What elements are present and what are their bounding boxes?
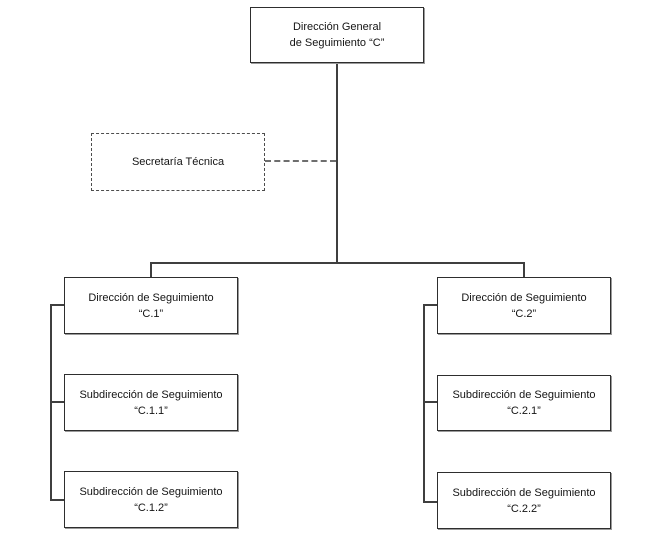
connector-stub-c22 [423,501,437,503]
connector-stub-c21 [423,401,437,403]
org-node-subdireccion-c12: Subdirección de Seguimiento “C.1.2” [64,471,238,528]
org-node-label: Subdirección de Seguimiento [79,388,223,401]
org-node-label: “C.1.2” [134,501,168,514]
org-node-label: Dirección de Seguimiento [88,291,214,304]
org-node-subdireccion-c22: Subdirección de Seguimiento “C.2.2” [437,472,611,529]
connector-distribution-line [150,262,525,264]
org-node-direccion-general: Dirección General de Seguimiento “C” [250,7,424,63]
connector-stub-c12 [50,499,64,501]
connector-drop-c1 [150,262,152,277]
connector-drop-c2 [523,262,525,277]
org-node-label: de Seguimiento “C” [289,37,385,49]
connector-rail-right [423,304,425,503]
org-node-label: “C.1” [138,307,164,320]
org-node-label: Subdirección de Seguimiento [452,486,596,499]
org-node-direccion-c2: Dirección de Seguimiento “C.2” [437,277,611,334]
connector-root-vertical [336,63,338,263]
org-node-subdireccion-c21: Subdirección de Seguimiento “C.2.1” [437,375,611,431]
org-node-label: “C.1.1” [134,404,168,417]
org-node-secretaria-tecnica: Secretaría Técnica [91,133,265,191]
org-node-subdireccion-c11: Subdirección de Seguimiento “C.1.1” [64,374,238,431]
org-node-label: “C.2.1” [507,405,541,417]
org-node-label: “C.2” [511,307,537,320]
org-node-label: Dirección de Seguimiento [461,291,587,304]
org-node-label: Dirección General [292,21,382,33]
connector-stub-c2 [423,304,437,306]
org-node-label: “C.2.2” [507,502,541,515]
org-node-label: Subdirección de Seguimiento [452,389,596,401]
org-node-label: Subdirección de Seguimiento [79,485,223,498]
org-node-direccion-c1: Dirección de Seguimiento “C.1” [64,277,238,334]
connector-secretaria-dashed [265,160,336,162]
org-node-label: Secretaría Técnica [131,156,225,168]
connector-stub-c1 [50,304,64,306]
connector-stub-c11 [50,401,64,403]
